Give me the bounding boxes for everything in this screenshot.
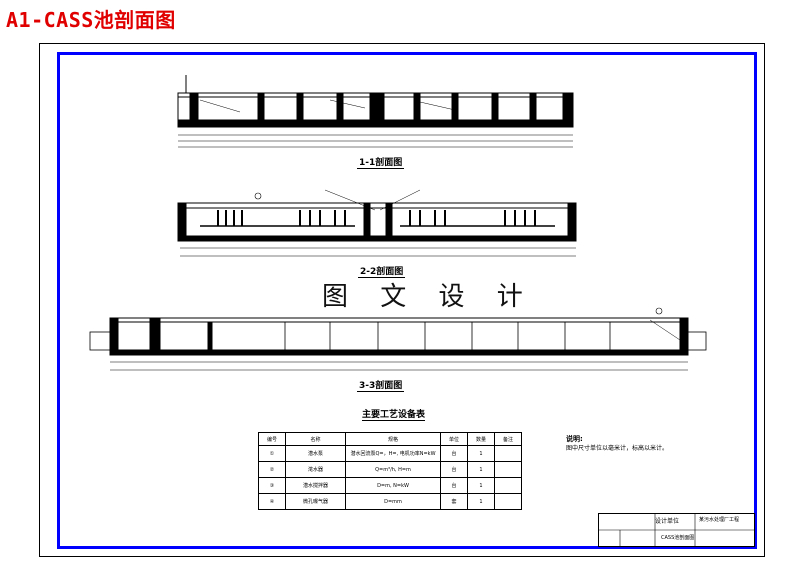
- table-cell: ③: [258, 477, 286, 494]
- table-cell: D=mm: [345, 493, 441, 510]
- table-cell: Q=m³/h, H=m: [345, 461, 441, 478]
- page-title: A1-CASS池剖面图: [6, 8, 176, 32]
- title-block-project: 某污水处理厂工程: [699, 517, 740, 523]
- table-cell: 微孔曝气器: [285, 493, 346, 510]
- table-row: ④ 微孔曝气器 D=mm 套 1: [258, 493, 522, 510]
- table-cell: 滗水器: [285, 461, 346, 478]
- table-row: ② 滗水器 Q=m³/h, H=m 台 1: [258, 461, 522, 478]
- table-cell: 1: [467, 445, 495, 462]
- table-cell: 台: [440, 445, 468, 462]
- table-header: 名称: [285, 432, 346, 446]
- table-cell: 1: [467, 493, 495, 510]
- section-1-1-drawing: [177, 75, 574, 148]
- table-cell: 台: [440, 461, 468, 478]
- title-block-designer: 设计单位: [655, 518, 680, 525]
- table-header: 单位: [440, 432, 468, 446]
- table-cell: D=m, N=kW: [345, 477, 441, 494]
- equipment-table: 编号 名称 规格 单位 数量 备注 ① 潜水泵 潜水回流泵Q=，H=, 电机功率…: [258, 432, 522, 510]
- table-header: 规格: [345, 432, 441, 446]
- table-header-row: 编号 名称 规格 单位 数量 备注: [258, 432, 522, 446]
- table-row: ③ 潜水搅拌器 D=m, N=kW 台 1: [258, 477, 522, 494]
- table-cell: 潜水泵: [285, 445, 346, 462]
- table-cell: 潜水回流泵Q=，H=, 电机功率N=kW: [345, 445, 441, 462]
- table-cell: [494, 445, 522, 462]
- table-header: 数量: [467, 432, 495, 446]
- notes-text: 图中尺寸单位以毫米计，标高以米计。: [566, 445, 669, 452]
- section-2-2-drawing: [177, 189, 577, 257]
- drawing-sheet-border: [39, 43, 765, 557]
- table-cell: [494, 477, 522, 494]
- section-3-3-caption: 3-3剖面图: [357, 378, 405, 392]
- table-header: 备注: [494, 432, 522, 446]
- table-cell: [494, 493, 522, 510]
- equipment-table-title: 主要工艺设备表: [362, 407, 426, 421]
- watermark-text: 图 文 设 计: [322, 282, 535, 312]
- section-1-1-caption: 1-1剖面图: [357, 155, 405, 169]
- title-block-grid: [598, 513, 755, 547]
- title-block: 设计单位 某污水处理厂工程 CASS池剖面图: [598, 513, 755, 547]
- drawing-frame: [57, 52, 757, 549]
- table-cell: ④: [258, 493, 286, 510]
- table-cell: [494, 461, 522, 478]
- table-cell: 1: [467, 461, 495, 478]
- table-cell: ①: [258, 445, 286, 462]
- table-row: ① 潜水泵 潜水回流泵Q=，H=, 电机功率N=kW 台 1: [258, 445, 522, 462]
- table-cell: 台: [440, 477, 468, 494]
- section-3-3-drawing: [89, 307, 707, 371]
- notes: 说明: 图中尺寸单位以毫米计，标高以米计。: [566, 434, 668, 454]
- table-cell: 1: [467, 477, 495, 494]
- title-block-drawing-name: CASS池剖面图: [661, 535, 695, 541]
- table-cell: 潜水搅拌器: [285, 477, 346, 494]
- table-header: 编号: [258, 432, 286, 446]
- table-cell: ②: [258, 461, 286, 478]
- notes-title: 说明:: [566, 435, 583, 443]
- table-cell: 套: [440, 493, 468, 510]
- section-2-2-caption: 2-2剖面图: [358, 264, 406, 278]
